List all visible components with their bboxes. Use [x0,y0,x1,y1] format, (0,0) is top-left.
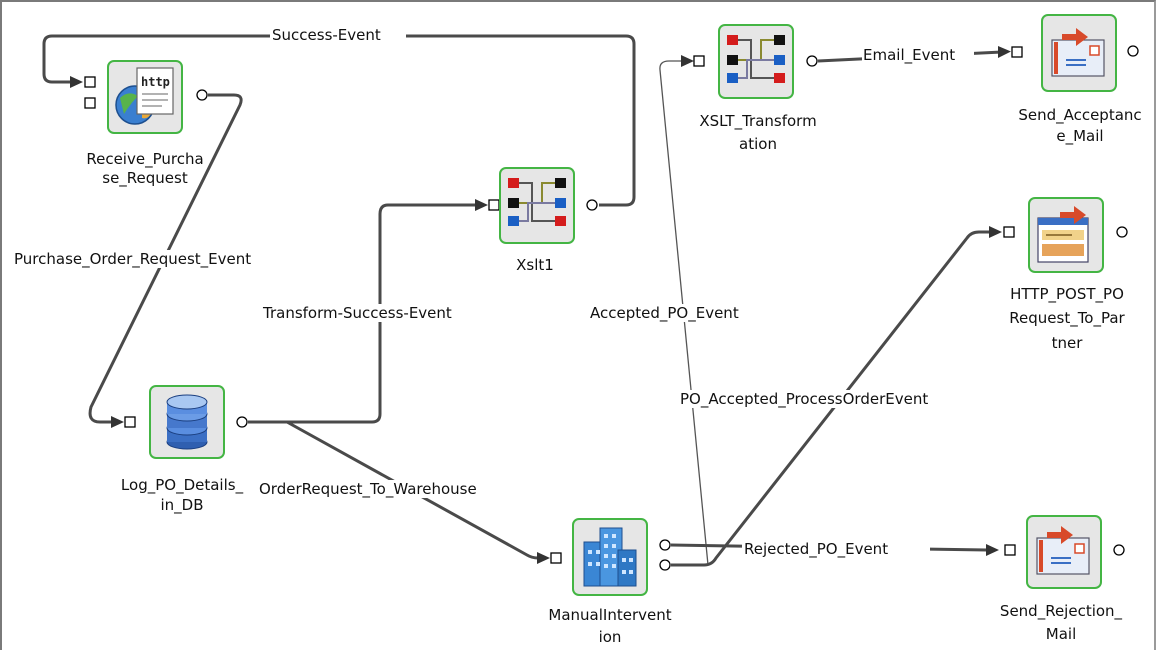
node-label: HTTP_POST_PO [1010,285,1124,304]
node-xslt-transformation[interactable]: XSLT_Transform ation [693,24,818,153]
node-label: Send_Acceptanc [1018,106,1141,125]
node-label: e_Mail [1056,127,1103,146]
edge-transform-success-event[interactable]: Transform-Success-Event [248,199,500,424]
input-port[interactable] [693,55,705,67]
node-label: Mail [1046,625,1076,643]
node-receive-purchase-request[interactable]: http Receive_Purcha se_Request [84,60,208,188]
node-label: Receive_Purcha [86,150,203,169]
node-label: ation [739,135,777,153]
edge-label-po-accepted-processorderevent: PO_Accepted_ProcessOrderEvent [680,390,928,409]
node-send-rejection-mail[interactable]: Send_Rejection_ Mail [1000,515,1125,643]
xslt-icon [508,178,566,226]
node-label: se_Request [102,169,188,188]
input-port[interactable] [1011,46,1023,58]
input-port[interactable] [84,76,96,88]
edge-email-event[interactable]: Email_Event [817,46,1011,65]
node-label: Log_PO_Details_ [121,476,244,495]
http-globe-icon: http [115,67,174,125]
node-xslt1[interactable]: Xslt1 [488,167,598,274]
node-label: Request_To_Par [1009,309,1125,328]
node-label: XSLT_Transform [699,112,816,131]
input-port[interactable] [1003,226,1015,238]
input-port[interactable] [1004,544,1016,556]
node-label: in_DB [160,496,203,515]
edge-label-purchase-order-request-event: Purchase_Order_Request_Event [14,250,251,269]
building-icon [583,527,637,587]
output-port[interactable] [586,199,598,211]
edge-label-transform-success-event: Transform-Success-Event [262,304,452,322]
node-http-post-po-request-to-partner[interactable]: HTTP_POST_PO Request_To_Par tner [1003,197,1128,352]
edge-label-rejected-po-event: Rejected_PO_Event [744,540,888,559]
mail-icon [1036,526,1090,575]
edge-label-success-event: Success-Event [272,26,381,44]
edge-po-accepted-processorderevent[interactable]: PO_Accepted_ProcessOrderEvent [671,226,1002,567]
node-manual-intervention[interactable]: ManualIntervent ion [548,518,672,646]
output-port[interactable] [806,55,818,67]
node-send-acceptance-mail[interactable]: Send_Acceptanc e_Mail [1011,14,1142,146]
xslt-icon [727,35,785,83]
edge-label-email-event: Email_Event [863,46,955,65]
svg-text:http: http [141,75,170,89]
output-port-rejected[interactable] [659,539,671,551]
node-label: ManualIntervent [548,606,671,624]
edge-rejected-po-event[interactable]: Rejected_PO_Event [670,540,999,559]
output-port[interactable] [1127,45,1139,57]
edge-orderrequest-to-warehouse[interactable]: OrderRequest_To_Warehouse [248,420,550,564]
output-port[interactable] [1116,226,1128,238]
http-post-icon [1037,206,1089,263]
input-port[interactable] [488,199,500,211]
output-port[interactable] [1113,544,1125,556]
edge-label-accepted-po-event: Accepted_PO_Event [590,304,739,323]
input-port-secondary[interactable] [84,97,96,109]
node-label: tner [1052,334,1084,352]
input-port[interactable] [124,416,136,428]
input-port[interactable] [550,552,562,564]
node-label: ion [599,628,622,646]
edge-label-orderrequest-to-warehouse: OrderRequest_To_Warehouse [259,480,477,499]
database-icon [166,394,208,450]
output-port-accepted[interactable] [659,559,671,571]
mail-icon [1051,28,1105,77]
edge-success-event[interactable]: Success-Event [42,26,636,207]
edge-purchase-order-request-event[interactable]: Purchase_Order_Request_Event [12,93,314,428]
output-port[interactable] [236,416,248,428]
edge-accepted-po-event[interactable]: Accepted_PO_Event [588,55,780,566]
node-label: Xslt1 [516,256,554,274]
node-log-po-details-in-db[interactable]: Log_PO_Details_ in_DB [121,385,248,515]
node-label: Send_Rejection_ [1000,602,1123,621]
output-port[interactable] [196,89,208,101]
